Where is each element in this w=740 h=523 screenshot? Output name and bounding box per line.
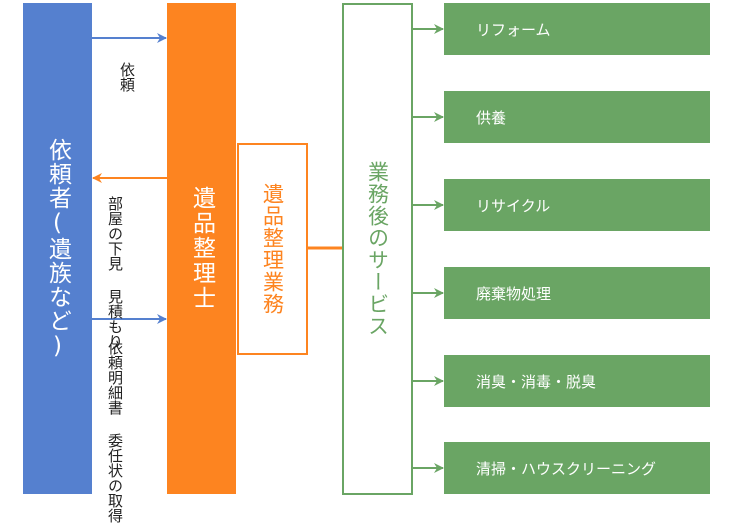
work-box (237, 143, 308, 355)
flow-label-line: 部屋の下見 (106, 196, 124, 271)
work-label-wrap: 遺品整理業務 (237, 143, 308, 355)
after-service-label-wrap: 業務後のサービス (342, 3, 413, 495)
client-label: 依頼者(遺族など) (44, 137, 71, 360)
client-bar (23, 3, 92, 494)
flow-label-line: 依頼 (118, 62, 136, 92)
after-service-box (342, 3, 413, 495)
service-label: リフォーム (476, 20, 551, 39)
service-waste-disposal: 廃棄物処理 (444, 267, 710, 319)
flow-label-line: 依頼明細書 (106, 340, 124, 415)
service-memorial: 供養 (444, 91, 710, 143)
service-label: リサイクル (476, 196, 551, 215)
service-recycle: リサイクル (444, 179, 710, 231)
service-label: 供養 (476, 108, 507, 127)
organizer-label-wrap: 遺品整理士 (167, 3, 236, 494)
service-reform: リフォーム (444, 3, 710, 55)
service-label: 消臭・消毒・脱臭 (476, 372, 597, 391)
service-arrows (411, 24, 444, 473)
work-label: 遺品整理業務 (260, 183, 285, 315)
flow-label-request: 依頼 (116, 62, 138, 92)
flow-label-inspection: 部屋の下見 見積もり (104, 196, 126, 349)
connectors (92, 24, 444, 473)
flow-label-line: 委任状の取得 (106, 433, 124, 523)
service-cleaning: 清掃・ハウスクリーニング (444, 442, 710, 494)
service-label: 清掃・ハウスクリーニング (476, 459, 657, 478)
service-deodorize: 消臭・消毒・脱臭 (444, 355, 710, 407)
flow-label-documents: 依頼明細書 委任状の取得 (104, 340, 126, 523)
flow-label-line: 見積もり (106, 289, 124, 349)
organizer-label: 遺品整理士 (188, 186, 215, 311)
organizer-bar (167, 3, 236, 494)
service-label: 廃棄物処理 (476, 284, 552, 303)
after-service-label: 業務後のサービス (365, 161, 390, 337)
client-label-wrap: 依頼者(遺族など) (23, 3, 92, 494)
